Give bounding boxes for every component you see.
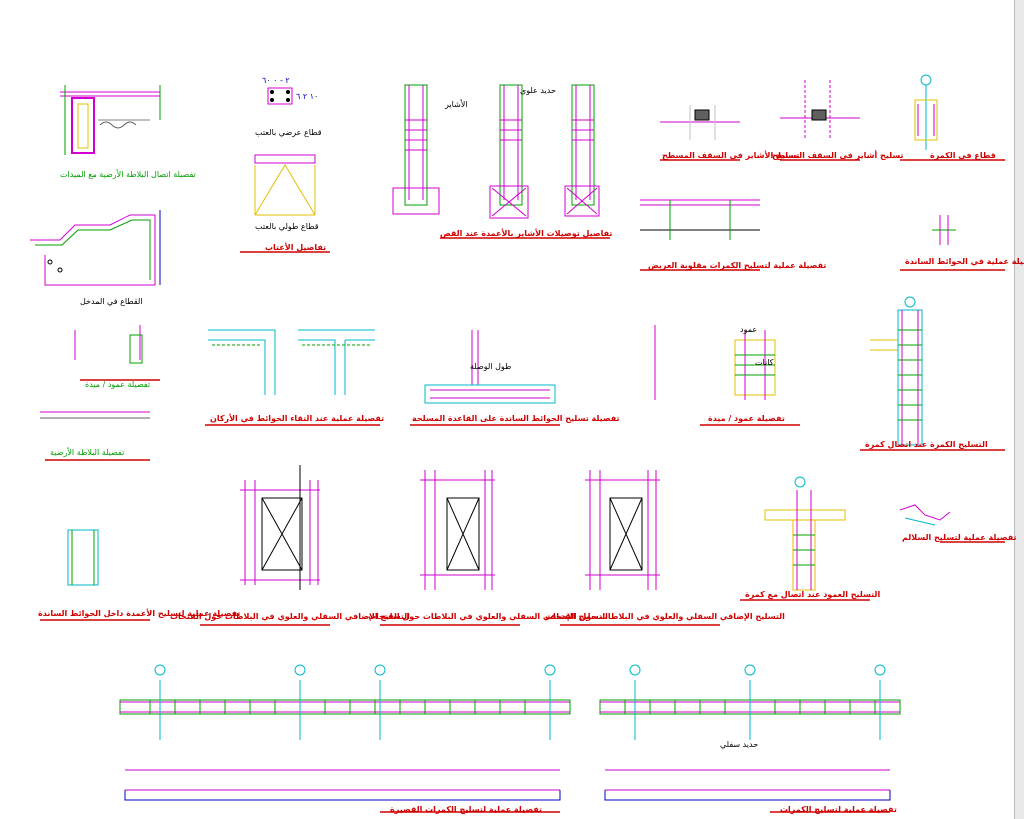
caption-d10: تفصيلة عمود / ميدة [85,380,151,389]
caption-d16: تفصيلة عملية لتسليح الأعمدة داخل الحوائط… [38,609,241,618]
caption-d18: التسليح الإضافي السفلي والعلوي في البلاط… [368,612,608,621]
detail-beams-right [599,664,901,813]
note-1: ٢ - ٠ ٦٠ [262,76,290,85]
detail-columns-in-walls [40,529,150,621]
caption-d11: تفصيلة البلاطة الأرضية [50,448,125,457]
detail-inverted-beam [640,199,760,271]
caption-d5: تسليح أشاير في السقف المسطح [772,151,904,160]
caption-d3: تفاصيل توصيلات الأشاير بالأعمدة عند القص [440,229,613,238]
detail-stairs [899,504,1005,543]
caption-d2c: تفاصيل الأعتاب [265,243,327,252]
caption-d21: تفصيلة عملية لتسليح السلالم [902,533,1017,542]
caption-d2: قطاع عرضي بالعتب [255,128,322,137]
detail-ground-slab [40,411,150,461]
detail-wall-on-footing [410,330,560,426]
caption-d1: تفصيلة اتصال البلاطة الأرضية مع الميدات [60,170,196,179]
detail-column-beam-2 [740,476,870,601]
note-6: حديد سفلي [720,740,759,749]
caption-d4: تسليح الأشاير في السقف المسطح [662,151,800,160]
caption-d13: تفصيلة تسليح الحوائط الساندة على القاعدة… [412,414,620,423]
note-8: طول الوصلة [470,362,512,371]
detail-column-footing-2 [654,325,800,426]
caption-d23: تفصيلة عملية لتسليح الكمرات [780,805,897,814]
note-5: كانات [755,358,774,367]
detail-flat-slab [660,74,1005,161]
caption-d9: تفصيلة عملية في الحوائط الساندة [905,257,1024,266]
note-3: حديد علوي [520,86,556,95]
caption-d8: تفصيلة عملية لتسليح الكمرات مقلوبة العري… [648,261,827,270]
caption-d19: التسليح الإضافي السفلي والعلوي في البلاط… [545,612,785,621]
detail-column-beam-joint [860,296,1005,451]
detail-openings [200,465,720,626]
detail-lintel [240,87,330,253]
detail-wall-corners [205,329,380,426]
caption-d17: التسليح الإضافي السفلي والعلوي في البلاط… [170,612,410,621]
detail-entrance [30,210,161,286]
detail-column-footing [74,325,160,381]
caption-d12: تفصيلة عملية عند التقاء الحوائط في الأرك… [210,414,385,423]
detail-column-dowels [392,84,610,239]
note-7: عمود [740,325,758,334]
caption-d2b: قطاع طولي بالعتب [255,222,319,231]
caption-d22: تفصيلة عملية لتسليح الكمرات القصيرة [390,805,542,814]
caption-d7: القطاع في المدخل [80,297,143,306]
detail-retaining-wall [900,215,1005,271]
scroll-edge[interactable] [1014,0,1024,819]
caption-d20: التسليح العمود عند اتصال مع كمرة [745,590,881,599]
note-2: ١٠ ٢ ٦ [296,92,319,101]
caption-d6: قطاع في الكمرة [930,151,996,160]
detail-slab-footing [60,85,161,155]
caption-d14: تفصيلة عمود / ميدة [708,414,785,423]
detail-beams-left [119,664,571,813]
caption-d15: التسليح الكمرة عند اتصال كمرة [865,440,988,449]
note-4: الأشاير [445,100,468,109]
